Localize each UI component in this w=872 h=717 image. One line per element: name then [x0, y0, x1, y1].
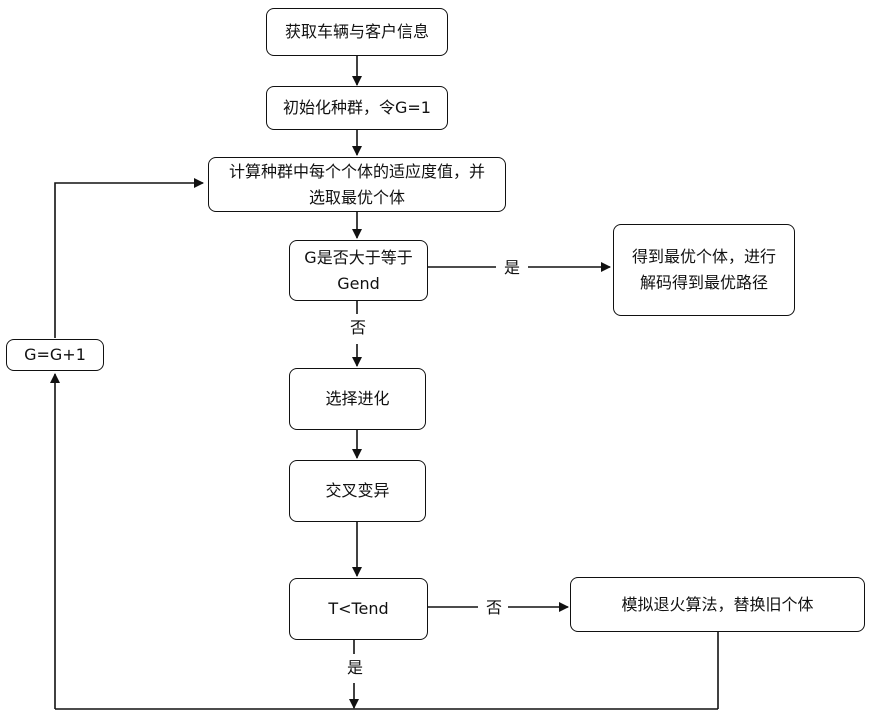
node-crossover: 交叉变异 — [289, 460, 426, 522]
node-fitness-label: 计算种群中每个个体的适应度值，并 选取最优个体 — [229, 159, 485, 210]
node-annealing: 模拟退火算法，替换旧个体 — [570, 577, 865, 632]
node-annealing-label: 模拟退火算法，替换旧个体 — [621, 592, 813, 618]
edge-label-gen-no: 否 — [347, 319, 369, 337]
node-increment-label: G=G+1 — [24, 342, 86, 368]
node-selection: 选择进化 — [289, 368, 426, 430]
node-increment: G=G+1 — [6, 339, 104, 371]
node-get-info: 获取车辆与客户信息 — [266, 8, 448, 56]
node-best-result: 得到最优个体，进行 解码得到最优路径 — [613, 224, 795, 316]
arrow-increment-to-fitness — [55, 183, 203, 338]
node-init-pop-label: 初始化种群，令G=1 — [283, 95, 431, 121]
node-fitness: 计算种群中每个个体的适应度值，并 选取最优个体 — [208, 157, 506, 212]
node-check-gen: G是否大于等于 Gend — [289, 240, 428, 301]
edge-label-gen-yes: 是 — [501, 259, 523, 277]
edge-label-temp-yes: 是 — [344, 659, 366, 677]
node-check-temp-label: T<Tend — [328, 596, 388, 622]
node-crossover-label: 交叉变异 — [325, 478, 389, 504]
edge-label-temp-no: 否 — [483, 599, 505, 617]
node-init-pop: 初始化种群，令G=1 — [266, 86, 448, 130]
node-check-temp: T<Tend — [289, 578, 428, 640]
node-check-gen-label: G是否大于等于 Gend — [304, 245, 412, 296]
node-get-info-label: 获取车辆与客户信息 — [285, 19, 429, 45]
node-best-result-label: 得到最优个体，进行 解码得到最优路径 — [632, 244, 776, 295]
node-selection-label: 选择进化 — [325, 386, 389, 412]
